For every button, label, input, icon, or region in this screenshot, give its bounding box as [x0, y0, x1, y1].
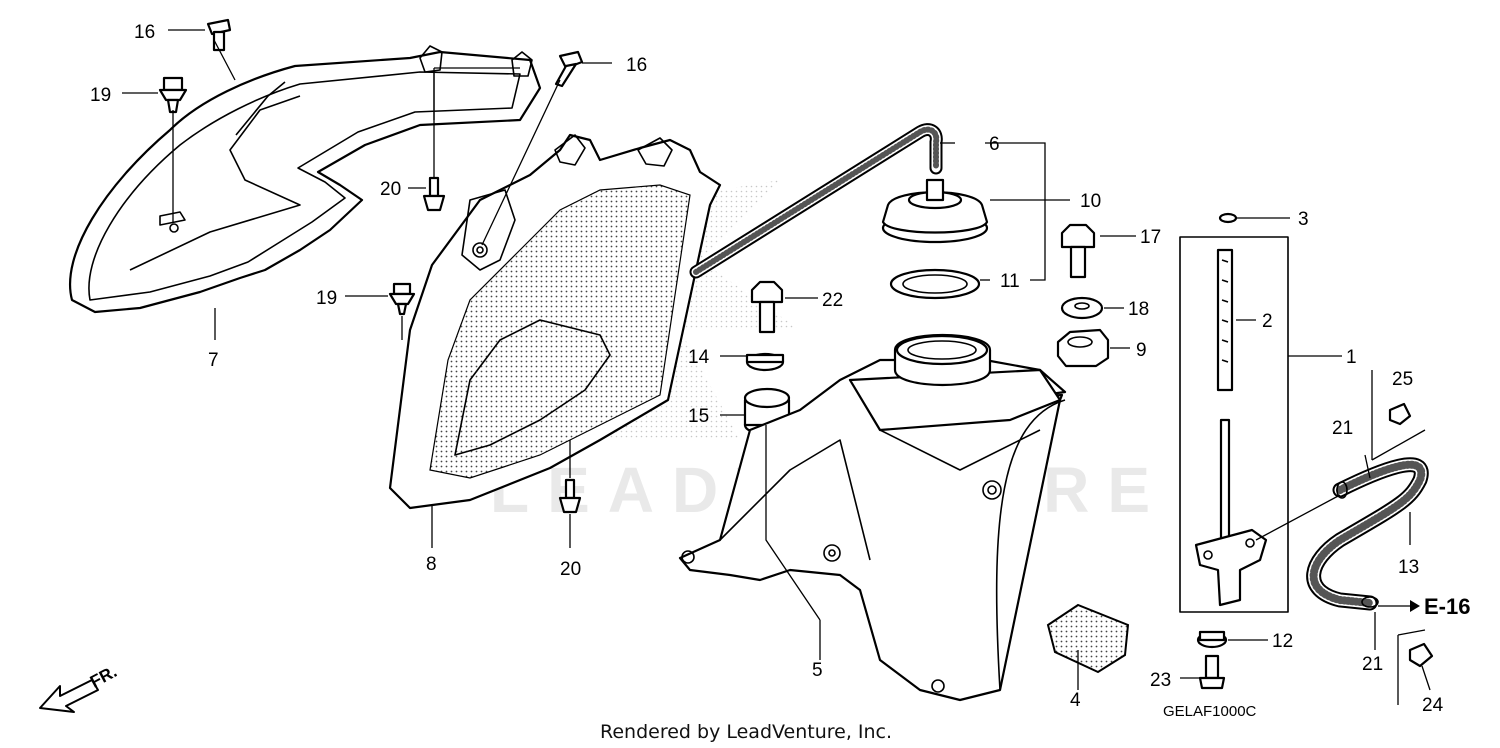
callout-1: 1 [1346, 347, 1357, 368]
callout-2: 2 [1262, 311, 1273, 332]
part-5-fuel-tank[interactable] [678, 333, 1067, 702]
part-16-screw-a[interactable] [206, 18, 232, 52]
part-20-screw-a[interactable] [422, 176, 446, 212]
part-10-fuel-cap[interactable] [881, 178, 989, 244]
callout-3: 3 [1298, 209, 1309, 230]
part-24-clip[interactable] [1408, 642, 1434, 668]
part-19-clip-b[interactable] [388, 282, 416, 316]
callout-11: 11 [1000, 271, 1020, 292]
part-17-bolt[interactable] [1060, 223, 1096, 279]
callout-18: 18 [1128, 299, 1149, 320]
callout-25: 25 [1392, 369, 1413, 390]
part-19-clip-a[interactable] [158, 76, 188, 114]
callout-4: 4 [1070, 690, 1081, 711]
part-7-shroud[interactable] [69, 45, 542, 314]
part-16-screw-b[interactable] [554, 50, 584, 88]
leader-lines [122, 29, 1431, 705]
callout-20-upper: 20 [380, 179, 401, 200]
e-16-reference-label: E-16 [1424, 594, 1470, 619]
callout-23: 23 [1150, 670, 1171, 691]
part-20-screw-b[interactable] [558, 478, 582, 514]
callout-16-top-center: 16 [626, 55, 647, 76]
callout-13: 13 [1398, 557, 1419, 578]
callout-6: 6 [989, 134, 1000, 155]
part-11-gasket[interactable] [889, 268, 981, 300]
part-9-cushion[interactable] [1056, 328, 1110, 368]
part-25-clip[interactable] [1388, 402, 1412, 426]
e-16-reference-arrow [1378, 600, 1420, 612]
callout-15: 15 [688, 406, 709, 427]
callout-21-lower: 21 [1362, 654, 1383, 675]
front-direction-arrow: FR. [39, 662, 120, 713]
part-21-clip-upper[interactable] [1336, 481, 1348, 499]
callout-numbers: 16 16 19 19 20 20 7 8 6 10 11 22 14 15 1… [90, 22, 1444, 716]
part-22-bolt[interactable] [750, 280, 784, 334]
callout-17: 17 [1140, 227, 1161, 248]
callout-14: 14 [688, 347, 710, 368]
callout-9: 9 [1136, 340, 1147, 361]
callout-22: 22 [822, 290, 843, 311]
credit-text: Rendered by LeadVenture, Inc. [600, 721, 892, 743]
callout-16-top-left: 16 [134, 22, 155, 43]
callout-24: 24 [1422, 695, 1444, 716]
part-1-fuel-valve-assembly[interactable] [1179, 212, 1289, 613]
part-13-fuel-tube[interactable] [1306, 457, 1429, 611]
callout-19-upper: 19 [90, 85, 111, 106]
callout-12: 12 [1272, 631, 1293, 652]
callout-10: 10 [1080, 191, 1101, 212]
part-4-pad[interactable] [1046, 603, 1130, 674]
part-18-collar[interactable] [1060, 296, 1104, 320]
drawing-code: GELAF1000C [1163, 703, 1257, 720]
callout-21-upper: 21 [1332, 418, 1353, 439]
callout-5: 5 [812, 660, 823, 681]
callout-8: 8 [426, 554, 437, 575]
part-21-clip-lower[interactable] [1361, 596, 1379, 608]
callout-20-lower: 20 [560, 559, 581, 580]
callout-7: 7 [208, 350, 219, 371]
part-23-bolt[interactable] [1198, 654, 1226, 690]
part-12-washer[interactable] [1196, 630, 1228, 649]
callout-19-lower: 19 [316, 288, 337, 309]
part-14-collar[interactable] [745, 352, 785, 372]
part-8-side-cover[interactable] [388, 133, 722, 510]
part-6-breather-tube[interactable] [689, 123, 943, 279]
